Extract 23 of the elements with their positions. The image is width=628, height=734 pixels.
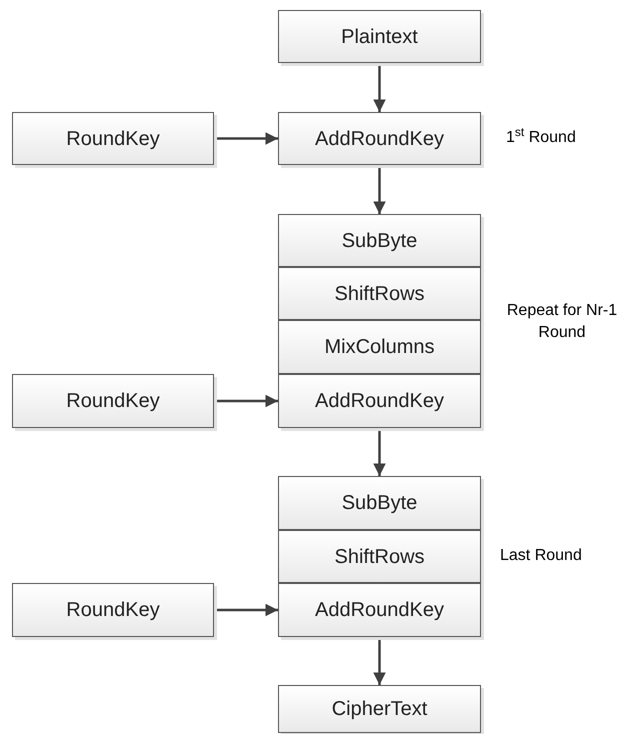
arrow: [214, 132, 278, 145]
process-box: AddRoundKey: [278, 374, 481, 428]
arrow: [214, 394, 278, 408]
arrow: [373, 428, 386, 476]
process-box: CipherText: [278, 685, 481, 733]
process-box: SubByte: [278, 476, 481, 530]
arrow: [214, 604, 278, 616]
process-box: AddRoundKey: [278, 583, 481, 637]
round-label: Last Round: [500, 546, 583, 566]
process-box: AddRoundKey: [278, 112, 481, 165]
round-label: Repeat for Nr-1 Round: [506, 301, 618, 343]
arrow: [373, 165, 386, 214]
process-box: RoundKey: [12, 374, 214, 428]
process-box: ShiftRows: [278, 267, 481, 320]
process-box: RoundKey: [12, 583, 214, 637]
round-label: 1$^{st}$ Round: [506, 127, 577, 148]
process-box: Plaintext: [278, 10, 481, 63]
process-box: RoundKey: [12, 112, 214, 165]
arrow: [373, 63, 386, 112]
process-box: SubByte: [278, 214, 481, 267]
arrow: [373, 637, 386, 685]
process-box: ShiftRows: [278, 530, 481, 583]
process-box: MixColumns: [278, 320, 481, 374]
